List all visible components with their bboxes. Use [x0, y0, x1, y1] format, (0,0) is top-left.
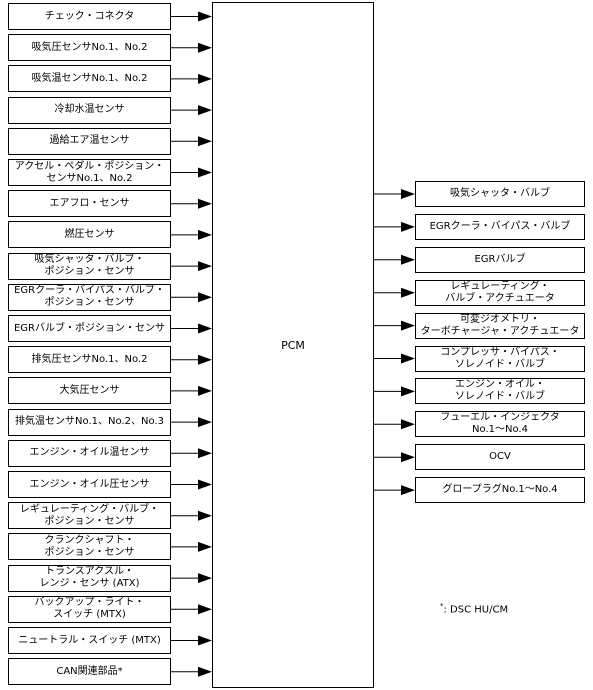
output-arrow: [374, 353, 415, 364]
output-arrow: [374, 419, 415, 430]
input-box: エアフロ・センサ: [8, 190, 171, 218]
output-box: 可変ジオメトリ・ ターボチャージャ・アクチュエータ: [415, 312, 585, 339]
input-box: 冷却水温センサ: [8, 96, 171, 124]
input-box: EGRクーラ・バイパス・バルブ・ ポジション・センサ: [8, 283, 171, 311]
input-arrow: [171, 417, 212, 428]
input-arrow: [171, 510, 212, 521]
input-arrow: [171, 541, 212, 552]
input-arrow: [171, 167, 212, 178]
output-box: グロープラグNo.1～No.4: [415, 477, 585, 504]
output-arrow: [374, 485, 415, 496]
output-box: EGRクーラ・バイパス・バルブ: [415, 213, 585, 240]
footnote-mark: *: [440, 602, 444, 610]
input-box: 吸気圧センサNo.1、No.2: [8, 34, 171, 62]
pcm-block: PCM: [212, 2, 374, 688]
input-box: 燃圧センサ: [8, 221, 171, 249]
input-arrow: [171, 105, 212, 116]
output-arrow: [374, 452, 415, 463]
input-box: ニュートラル・スイッチ (MTX): [8, 627, 171, 654]
input-box: チェック・コネクタ: [8, 3, 171, 30]
input-box: アクセル・ペダル・ポジション・ センサNo.1、No.2: [8, 159, 171, 186]
input-box: 大気圧センサ: [8, 377, 171, 405]
input-arrow: [171, 136, 212, 147]
input-arrow: [171, 292, 212, 303]
input-arrow: [171, 573, 212, 584]
input-arrow: [171, 42, 212, 53]
input-arrow: [171, 73, 212, 84]
output-arrow: [374, 189, 415, 199]
input-arrow: [171, 323, 212, 334]
output-box: エンジン・オイル・ ソレノイド・バルブ: [415, 378, 585, 405]
input-arrow: [171, 479, 212, 490]
input-box: バックアップ・ライト・ スイッチ (MTX): [8, 595, 171, 623]
input-box: 排気温センサNo.1、No.2、No.3: [8, 408, 171, 436]
footnote: *: DSC HU/CM: [440, 602, 508, 615]
input-box: 吸気シャッタ・バルブ・ ポジション・センサ: [8, 252, 171, 280]
footnote-text: : DSC HU/CM: [443, 604, 509, 616]
input-box: 過給エア温センサ: [8, 127, 171, 155]
output-arrow: [374, 386, 415, 397]
input-box: レギュレーティング・バルブ・ ポジション・センサ: [8, 502, 171, 530]
input-arrow: [171, 198, 212, 209]
output-box: EGRバルブ: [415, 246, 585, 273]
output-box: 吸気シャッタ・バルブ: [415, 181, 585, 207]
input-box: エンジン・オイル温センサ: [8, 439, 171, 467]
input-arrow: [171, 261, 212, 272]
input-box: 吸気温センサNo.1、No.2: [8, 65, 171, 93]
output-box: コンプレッサ・バイパス・ ソレノイド・バルブ: [415, 345, 585, 372]
input-box: クランクシャフト・ ポジション・センサ: [8, 533, 171, 561]
input-box: エンジン・オイル圧センサ: [8, 471, 171, 498]
input-arrow: [171, 635, 212, 646]
output-box: フューエル・インジェクタ No.1～No.4: [415, 411, 585, 438]
output-box: OCV: [415, 444, 585, 471]
output-arrow: [374, 254, 415, 265]
output-arrow: [374, 320, 415, 331]
input-arrow: [171, 385, 212, 396]
input-box: 排気圧センサNo.1、No.2: [8, 346, 171, 374]
input-box: トランスアクスル・ レンジ・センサ (ATX): [8, 564, 171, 592]
input-arrow: [171, 354, 212, 365]
output-arrow: [374, 287, 415, 298]
input-arrow: [171, 666, 212, 677]
input-arrow: [171, 229, 212, 240]
input-arrow: [171, 448, 212, 459]
input-arrow: [171, 11, 212, 22]
output-box: レギュレーティング・ バルブ・アクチュエータ: [415, 279, 585, 306]
output-arrow: [374, 221, 415, 232]
input-box: CAN関連部品*: [8, 658, 171, 686]
input-arrow: [171, 604, 212, 615]
pcm-label: PCM: [281, 338, 305, 352]
input-box: EGRバルブ・ポジション・センサ: [8, 315, 171, 342]
